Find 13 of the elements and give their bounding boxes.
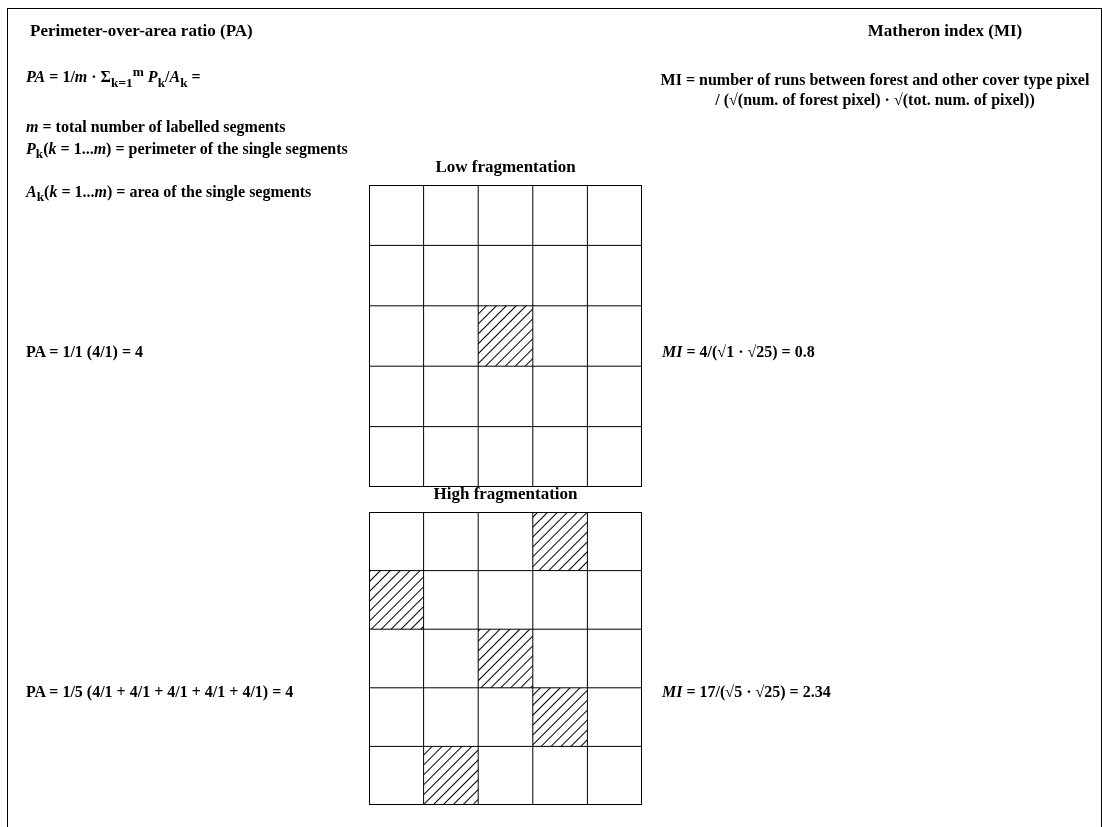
section-heading: Matheron index (MI) — [866, 20, 1024, 42]
formula: PA = 1/1 (4/1) = 4 — [26, 342, 145, 362]
formula: MI = 17/(√5 · √25) = 2.34 — [662, 682, 832, 702]
definition-text: m = total number of labelled segments — [26, 117, 287, 137]
section-heading: Perimeter-over-area ratio (PA) — [30, 20, 254, 42]
formula: MI = number of runs between forest and other cover type pixel / (√(num. of forest pixel) · √(tot. num. of pixel)) — [660, 70, 1090, 110]
grid-heading: Low fragmentation — [434, 157, 577, 177]
formula: PA = 1/m · Σ$_{k=1}$$^{m}$ P$_{k}$/A$_{k}$ = — [26, 64, 202, 92]
definition-text: P$_{k}$(k = 1...m) = perimeter of the single segments — [26, 139, 349, 163]
formula: MI = 4/(√1 · √25) = 0.8 — [662, 342, 816, 362]
formula: PA = 1/5 (4/1 + 4/1 + 4/1 + 4/1 + 4/1) = 4 — [26, 682, 295, 702]
grid-heading: High fragmentation — [432, 484, 579, 504]
definition-text: A$_{k}$(k = 1...m) = area of the single segments — [26, 182, 313, 206]
